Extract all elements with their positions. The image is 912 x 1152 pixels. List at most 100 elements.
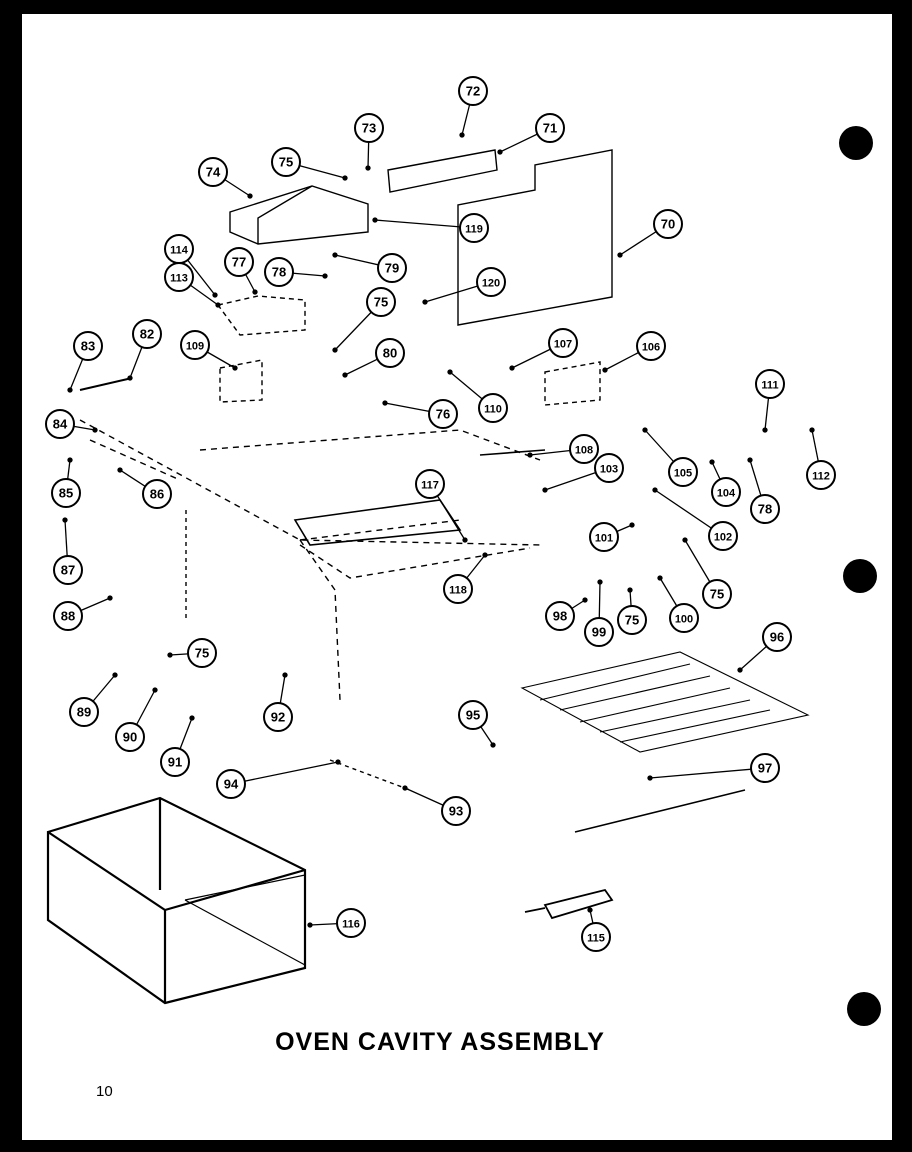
- callout-label: 104: [717, 488, 736, 500]
- leader-tip-75: [167, 652, 173, 658]
- callout-circle: [53, 555, 83, 585]
- callout-circle: [377, 253, 407, 283]
- callout-circle: [708, 521, 738, 551]
- callout-100: 100: [669, 603, 699, 633]
- callout-label: 91: [168, 755, 182, 770]
- callout-75: 75: [617, 605, 647, 635]
- callout-label: 101: [595, 533, 613, 545]
- callout-label: 113: [170, 273, 188, 285]
- page-number: 10: [96, 1083, 113, 1100]
- callout-circle: [458, 76, 488, 106]
- callout-circle: [415, 469, 445, 499]
- callout-circle: [69, 697, 99, 727]
- callout-circle: [271, 147, 301, 177]
- callout-circle: [115, 722, 145, 752]
- callout-label: 102: [714, 532, 732, 544]
- callout-96: 96: [762, 622, 792, 652]
- leader-tip-82: [127, 375, 133, 381]
- leader-tip-80: [342, 372, 348, 378]
- callout-label: 85: [59, 486, 73, 501]
- binding-hole: [847, 992, 881, 1026]
- leader-tip-89: [112, 672, 118, 678]
- callout-label: 75: [374, 295, 388, 310]
- leader-tip-93: [402, 785, 408, 791]
- leader-tip-112: [809, 427, 815, 433]
- callout-label: 83: [81, 339, 95, 354]
- leader-tip-107: [509, 365, 515, 371]
- callout-circle: [711, 477, 741, 507]
- callout-label: 75: [279, 155, 293, 170]
- callout-70: 70: [653, 209, 683, 239]
- callout-116: 116: [336, 908, 366, 938]
- callout-label: 100: [675, 614, 693, 626]
- callout-circle: [160, 747, 190, 777]
- callout-118: 118: [443, 574, 473, 604]
- leader-tip-110: [447, 369, 453, 375]
- callout-78: 78: [750, 494, 780, 524]
- callout-110: 110: [478, 393, 508, 423]
- callout-103: 103: [594, 453, 624, 483]
- callout-112: 112: [806, 460, 836, 490]
- callout-circle: [264, 257, 294, 287]
- callout-circle: [45, 409, 75, 439]
- oven-cavity-body: [79, 419, 541, 701]
- leader-tip-78: [322, 273, 328, 279]
- callout-label: 106: [642, 342, 660, 354]
- callout-label: 78: [758, 502, 772, 517]
- leader-tip-95: [490, 742, 496, 748]
- leader-tip-105: [642, 427, 648, 433]
- part-96-rack: [520, 651, 810, 753]
- leader-tip-94: [335, 759, 341, 765]
- callout-87: 87: [53, 555, 83, 585]
- callout-circle: [142, 479, 172, 509]
- callout-98: 98: [545, 601, 575, 631]
- callout-label: 118: [449, 585, 467, 597]
- callout-circle: [594, 453, 624, 483]
- leader-tip-75: [627, 587, 633, 593]
- callout-label: 111: [761, 380, 778, 392]
- callout-label: 89: [77, 705, 91, 720]
- leader-tip-113: [215, 302, 221, 308]
- callout-75: 75: [271, 147, 301, 177]
- callout-77: 77: [224, 247, 254, 277]
- callout-label: 116: [342, 919, 360, 931]
- callout-circle: [762, 622, 792, 652]
- callout-label: 79: [385, 261, 399, 276]
- callout-80: 80: [375, 338, 405, 368]
- leader-tip-119: [372, 217, 378, 223]
- part-115-tool: [524, 888, 614, 920]
- callout-label: 96: [770, 630, 784, 645]
- callout-99: 99: [584, 617, 614, 647]
- part-70-back-panel: [457, 149, 613, 326]
- callout-76: 76: [428, 399, 458, 429]
- callout-circle: [755, 369, 785, 399]
- callout-circle: [375, 338, 405, 368]
- callout-97: 97: [750, 753, 780, 783]
- part-116-outer-box: [46, 796, 307, 1005]
- callout-label: 99: [592, 625, 606, 640]
- callout-circle: [476, 267, 506, 297]
- callout-label: 90: [123, 730, 137, 745]
- callout-label: 109: [186, 341, 204, 353]
- leader-lines: [59, 90, 822, 938]
- callout-label: 107: [554, 339, 572, 351]
- callout-circle: [668, 457, 698, 487]
- leader-tip-70: [617, 252, 623, 258]
- callout-label: 73: [362, 121, 376, 136]
- callout-73: 73: [354, 113, 384, 143]
- callout-circle: [589, 522, 619, 552]
- callout-label: 75: [195, 646, 209, 661]
- callout-circle: [443, 574, 473, 604]
- callout-113: 113: [164, 262, 194, 292]
- callout-82: 82: [132, 319, 162, 349]
- leader-line-94: [230, 761, 339, 785]
- callout-75: 75: [702, 579, 732, 609]
- callout-108: 108: [569, 434, 599, 464]
- callout-label: 98: [553, 609, 567, 624]
- leader-tip-106: [602, 367, 608, 373]
- leader-tip-75: [332, 347, 338, 353]
- leader-tip-99: [597, 579, 603, 585]
- leader-tip-115: [587, 907, 593, 913]
